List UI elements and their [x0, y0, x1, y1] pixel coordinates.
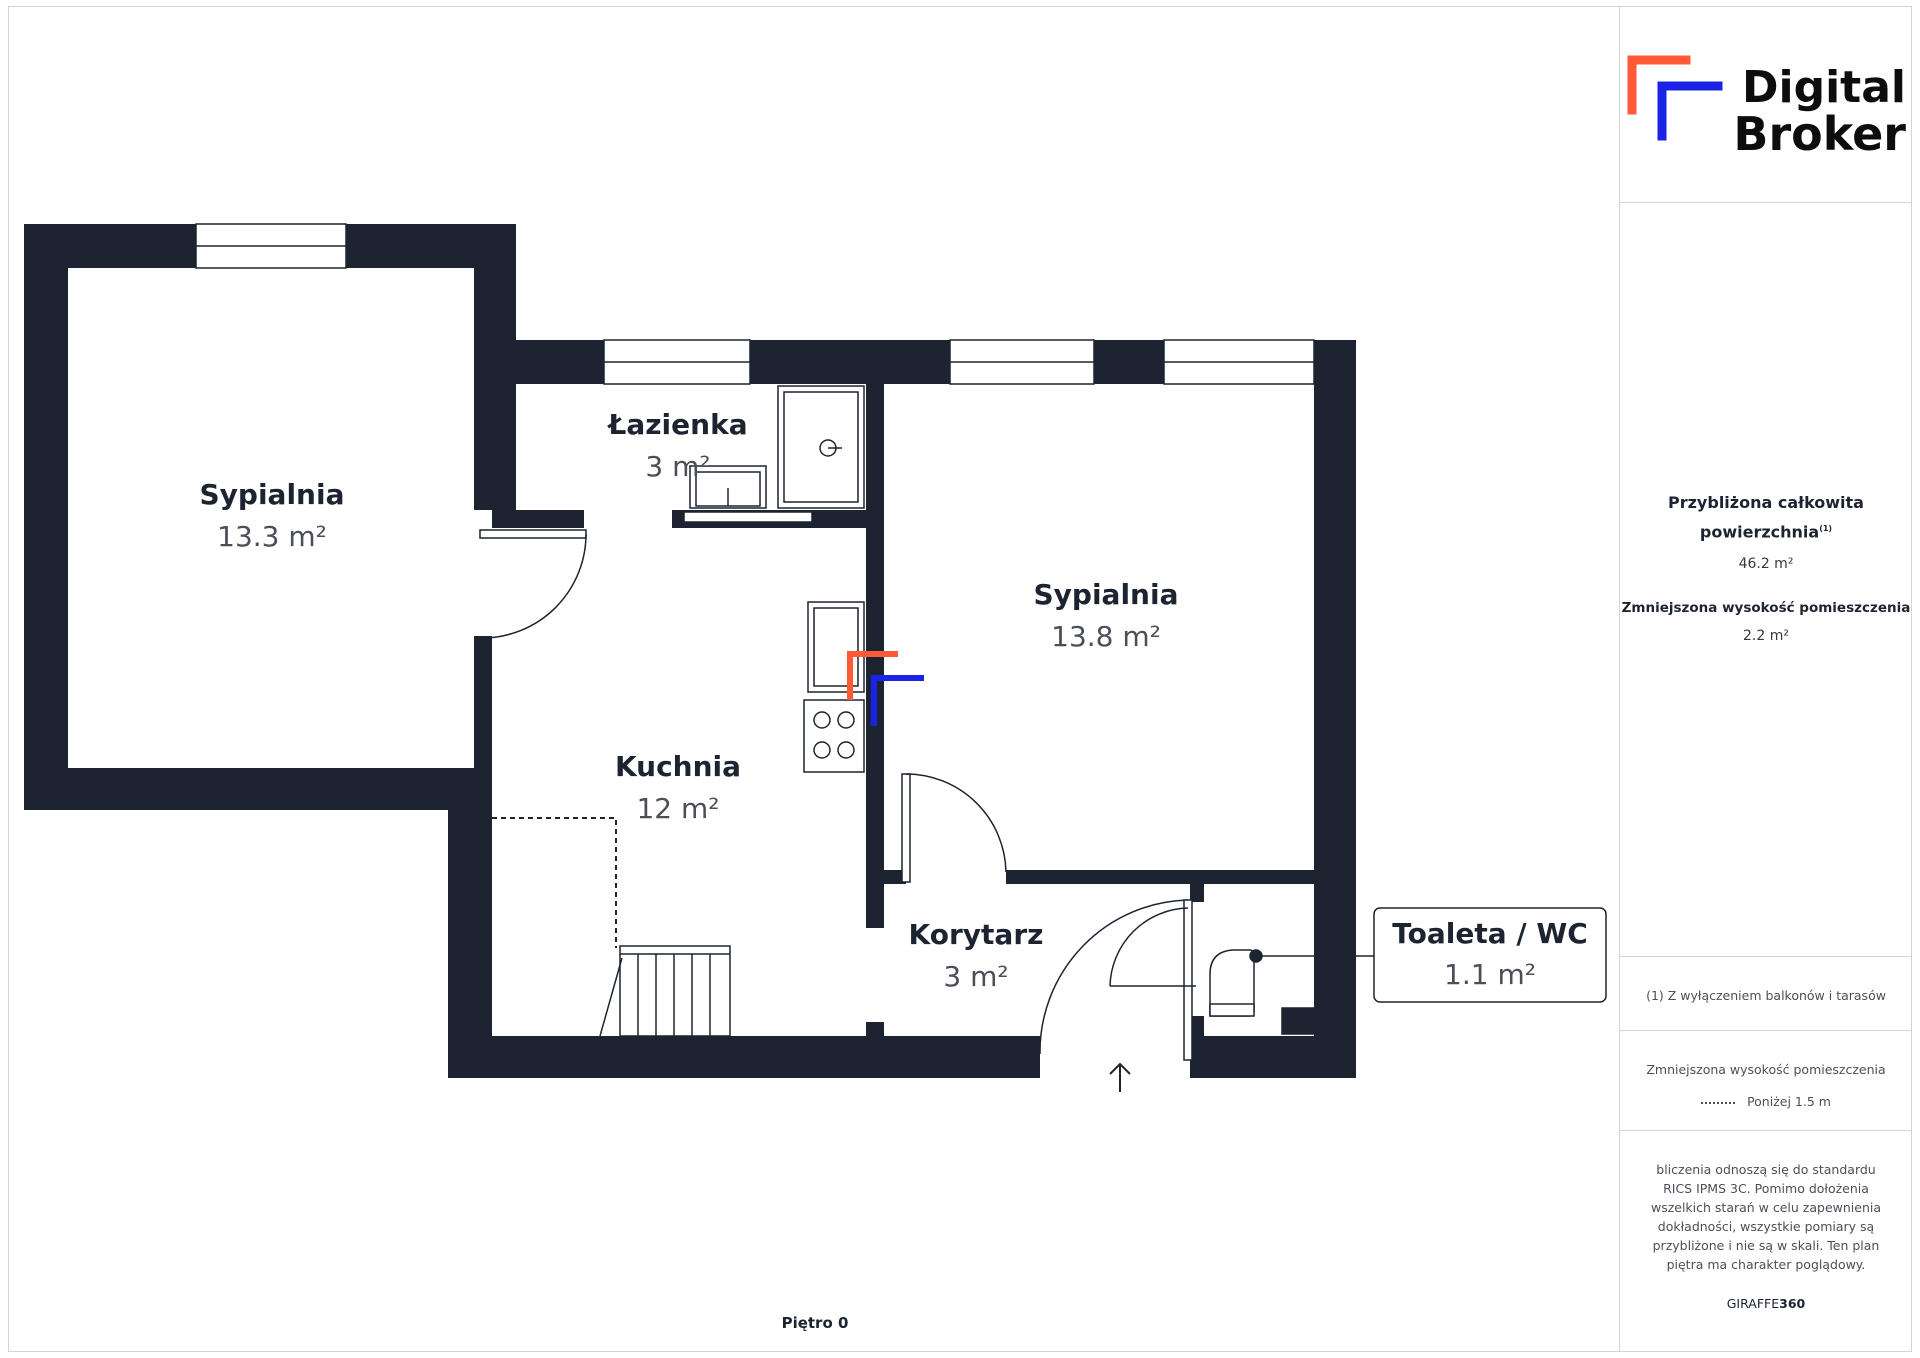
staircase [599, 945, 731, 1037]
legend-title: Zmniejszona wysokość pomieszczenia [1646, 1062, 1886, 1077]
plan-frame [8, 6, 1912, 1352]
room-name-corridor: Korytarz [909, 918, 1044, 951]
footnote-text: (1) Z wyłączeniem balkonów i tarasów [1646, 988, 1886, 1003]
kitchen-stove [803, 699, 865, 773]
disclaimer-line: przybliżone i nie są w skali. Ten plan [1652, 1238, 1880, 1253]
stove-burner-icon [813, 711, 831, 729]
reduced-height-value: 2.2 m² [1743, 628, 1789, 644]
brand-word-digital: Digital [1742, 62, 1906, 113]
wall-left-bedroom-right-lower [474, 636, 492, 810]
door-bedroom-right-leaf [901, 773, 911, 883]
disclaimer-line: RICS IPMS 3C. Pomimo dołożenia [1663, 1181, 1869, 1196]
disclaimer-line: bliczenia odnoszą się do standardu [1656, 1162, 1876, 1177]
windows [195, 223, 1315, 385]
total-area-title-line1: Przybliżona całkowita [1668, 493, 1864, 512]
room-area-bathroom: 3 m² [645, 450, 710, 483]
wall-kitchen-left [448, 768, 492, 1078]
credit-prefix: GIRAFFE [1726, 1296, 1780, 1311]
wall-main-bottom-left [448, 1036, 1040, 1078]
sidebar-divider [1620, 202, 1912, 203]
legend-item-label: Poniżej 1.5 m [1747, 1094, 1831, 1109]
legend-dotted-line-icon [1701, 1101, 1736, 1104]
room-labels: Sypialnia 13.3 m² Łazienka 3 m² Sypialni… [200, 408, 1179, 993]
sidebar-divider [1620, 1130, 1912, 1131]
stove-burner-icon [813, 741, 831, 759]
wall-main-bottom-right [1190, 1036, 1356, 1078]
wall-bathroom-bottom-left [492, 510, 584, 528]
door-bathroom-leaf [683, 511, 813, 523]
total-area-footnote-marker: (1) [1819, 524, 1833, 533]
total-area-title: Przybliżona całkowita powierzchnia(1) [1620, 490, 1912, 545]
toilet-tank [1209, 1003, 1255, 1017]
room-area-toilet: 1.1 m² [1444, 958, 1536, 991]
wall-toilet-left-bottom [1190, 1016, 1204, 1036]
door-left-bedroom-leaf [479, 529, 587, 539]
room-area-bedroom-left: 13.3 m² [217, 520, 327, 553]
wall-left-bedroom-left [24, 224, 68, 810]
credit-suffix: 360 [1779, 1296, 1806, 1311]
disclaimer-text: bliczenia odnoszą się do standardu RICS … [1620, 1160, 1912, 1274]
room-name-bedroom-right: Sypialnia [1034, 578, 1179, 611]
toilet-callout: Toaleta / WC 1.1 m² [1356, 907, 1607, 1003]
sidebar-divider [1620, 1030, 1912, 1031]
door-entrance-swing [1039, 899, 1189, 1055]
room-area-bedroom-right: 13.8 m² [1051, 620, 1161, 653]
wall-left-bedroom-bottom [24, 768, 492, 810]
legend-item: Poniżej 1.5 m [1620, 1092, 1912, 1111]
reduced-height-title: Zmniejszona wysokość pomieszczenia [1621, 600, 1911, 616]
disclaimer-line: wszelkich starań w celu zapewnienia [1650, 1200, 1882, 1215]
stove-burner-icon [837, 711, 855, 729]
room-area-kitchen: 12 m² [636, 792, 719, 825]
total-area-title-line2: powierzchnia [1699, 522, 1820, 542]
stove-burner-icon [837, 741, 855, 759]
door-entrance-leaf [1183, 899, 1193, 1061]
disclaimer-line: piętra ma charakter poglądowy. [1666, 1257, 1866, 1272]
plan-logo-mark [847, 651, 924, 726]
door-toilet-swing [1109, 907, 1189, 987]
brand-logo: Digital Broker [1627, 55, 1906, 161]
toilet-pipe-icon [1249, 949, 1263, 963]
room-name-kitchen: Kuchnia [615, 750, 741, 783]
wall-main-right [1314, 340, 1356, 1078]
brand-word-broker: Broker [1733, 107, 1906, 161]
sidebar-divider [1620, 956, 1912, 957]
info-sidebar: Przybliżona całkowita powierzchnia(1) 46… [1619, 6, 1912, 1352]
entrance-arrow-icon [1109, 1062, 1131, 1092]
disclaimer-line: dokładności, wszystkie pomiary są [1657, 1219, 1875, 1234]
fixtures [599, 385, 1315, 1037]
total-area-value: 46.2 m² [1738, 556, 1794, 572]
brand-logo-mark-icon [1627, 55, 1723, 141]
doors [479, 511, 1196, 1061]
stairs-direction-arrow [599, 957, 623, 1037]
door-left-bedroom-swing [481, 533, 587, 639]
room-name-bedroom-left: Sypialnia [200, 478, 345, 511]
credit-text: GIRAFFE360 [1620, 1294, 1912, 1313]
door-bedroom-right-swing [905, 773, 1007, 873]
room-name-toilet: Toaleta / WC [1392, 917, 1588, 950]
room-area-corridor: 3 m² [943, 960, 1008, 993]
total-area-title-line2-wrap: powierzchnia(1) [1620, 516, 1912, 545]
toilet-sink [1281, 1007, 1315, 1035]
reduced-height-outline [492, 817, 617, 948]
wall-toilet-left-top [1190, 884, 1204, 902]
wall-divider-stub [866, 1022, 884, 1036]
room-name-bathroom: Łazienka [606, 408, 747, 441]
floor-label: Piętro 0 [781, 1314, 849, 1332]
wall-bedroom-right-bottom-b [1006, 870, 1314, 884]
wall-bedroom-right-bottom-a [866, 870, 906, 884]
